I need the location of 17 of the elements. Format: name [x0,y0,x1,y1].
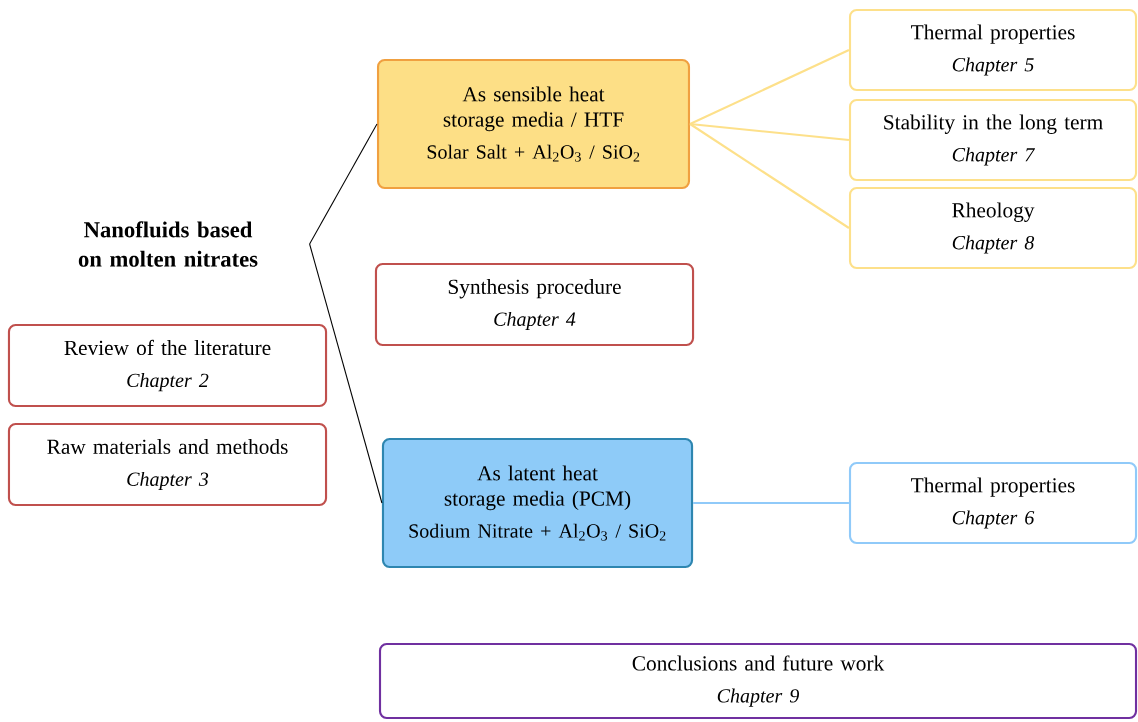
chapter-box: Synthesis procedure Chapter 4 [374,262,695,347]
chapter-box: Conclusions and future work Chapter 9 [378,642,1138,720]
category-box: As sensible heat storage media / HTF Solar Salt + Al$_{2}$O$_{3}$ / SiO$_{2}$ [376,58,691,190]
connector-line [693,501,849,505]
title-text: Nanofluids based on molten nitrates [78,221,258,267]
connector-line [689,122,850,142]
chapter-box: Stability in the long term Chapter 7 [848,98,1138,182]
chapter-box: Rheology Chapter 8 [848,186,1138,270]
chapter-box: Review of the literature Chapter 2 [7,323,328,408]
connector-line [689,123,850,229]
connector-line [689,49,850,125]
category-box: As latent heat storage media (PCM) Sodium Nitrate + Al$_{2}$O$_{3}$ / SiO$_{2}$ [381,437,694,569]
connector-line [309,243,383,504]
chapter-box: Thermal properties Chapter 6 [848,461,1138,545]
chapter-box: Raw materials and methods Chapter 3 [7,422,328,507]
connector-line [309,123,378,245]
chapter-box: Thermal properties Chapter 5 [848,8,1138,92]
